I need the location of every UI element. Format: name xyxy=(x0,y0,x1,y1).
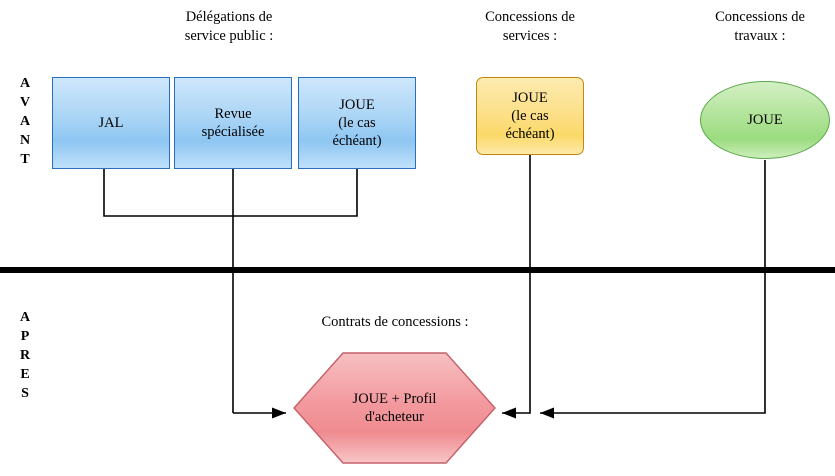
node-jal-label: JAL xyxy=(98,115,124,131)
side-label-apres-letter: S xyxy=(21,386,29,401)
node-joue-profil-acheteur[interactable]: JOUE + Profil d'acheteur xyxy=(293,352,496,464)
node-joue-le-cas-echeant-services[interactable]: JOUE (le cas échéant) xyxy=(476,77,584,155)
node-jal[interactable]: JAL xyxy=(52,77,170,169)
side-label-avant: A V A N T xyxy=(14,74,36,169)
node-joue-le-cas-echeant-dsp[interactable]: JOUE (le cas échéant) xyxy=(298,77,416,169)
side-label-apres-letter: R xyxy=(19,348,31,363)
side-label-apres-letter: P xyxy=(20,329,30,344)
node-joue-travaux[interactable]: JOUE xyxy=(700,81,830,159)
side-label-apres-letter: A xyxy=(19,310,31,325)
side-label-avant-letter: A xyxy=(19,114,31,129)
header-concessions-travaux: Concessions de travaux : xyxy=(715,9,805,44)
node-revue-specialisee[interactable]: Revue spécialisée xyxy=(174,77,292,169)
node-joue-le-cas-echeant-dsp-label: JOUE (le cas échéant) xyxy=(332,97,382,149)
hexagon-shape xyxy=(293,352,496,464)
side-label-avant-letter: N xyxy=(19,133,31,148)
side-label-avant-letter: V xyxy=(19,95,31,110)
node-joue-le-cas-echeant-services-label: JOUE (le cas échéant) xyxy=(505,90,555,142)
node-revue-specialisee-label: Revue spécialisée xyxy=(201,106,265,140)
side-label-apres-letter: E xyxy=(20,367,30,382)
header-delegations-service-public: Délégations de service public : xyxy=(184,9,274,44)
side-label-avant-letter: A xyxy=(19,76,31,91)
node-joue-profil-acheteur-label: JOUE + Profil d'acheteur xyxy=(352,391,437,425)
node-joue-travaux-label: JOUE xyxy=(747,112,783,128)
side-label-avant-letter: T xyxy=(20,152,30,167)
after-section-title: Contrats de concessions : xyxy=(321,314,469,330)
header-concessions-services: Concessions de services : xyxy=(485,9,575,44)
side-label-apres: A P R E S xyxy=(14,308,36,403)
